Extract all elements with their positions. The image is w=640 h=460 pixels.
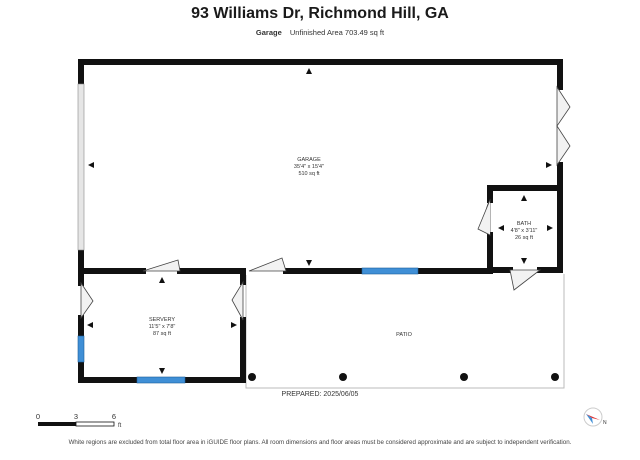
post <box>248 373 256 381</box>
floor-subtitle: Garage Unfinished Area 703.49 sq ft <box>0 28 640 37</box>
garage-area: 510 sq ft <box>298 171 320 177</box>
dimension-markers <box>87 68 553 374</box>
bath-area: 26 sq ft <box>515 235 534 241</box>
compass-letter: N <box>603 420 607 426</box>
post <box>551 373 559 381</box>
scale-label-6: 6 <box>112 412 116 421</box>
window-servery-left <box>77 335 85 363</box>
scale-label-3: 3 <box>74 412 78 421</box>
page-title: 93 Williams Dr, Richmond Hill, GA <box>191 5 449 22</box>
patio-name: PATIO <box>396 332 412 338</box>
windows <box>77 267 419 384</box>
servery-dims: 11'5" x 7'8" <box>149 324 176 330</box>
bath-dims: 4'8" x 3'11" <box>511 228 538 234</box>
floor-label: Garage <box>255 28 282 37</box>
prepared-date: PREPARED: 2025/06/05 <box>281 391 359 398</box>
scale-unit: ft <box>118 423 122 429</box>
doors <box>80 85 571 321</box>
scale-bar: 0 3 6 ft <box>36 412 122 429</box>
walls <box>78 59 563 383</box>
patio-posts <box>248 373 559 381</box>
servery-name: SERVERY <box>149 317 175 323</box>
compass-icon: N <box>583 407 607 427</box>
servery-area: 87 sq ft <box>153 331 172 337</box>
window-servery-bottom <box>136 376 186 384</box>
area-text: Unfinished Area 703.49 sq ft <box>289 28 385 37</box>
patio-outline <box>245 274 565 389</box>
post <box>460 373 468 381</box>
door-patio <box>248 257 287 272</box>
bath-name: BATH <box>517 221 531 227</box>
garage-name: GARAGE <box>297 157 321 163</box>
door-servery-left <box>80 281 94 320</box>
post <box>339 373 347 381</box>
door-servery-top <box>142 259 181 272</box>
door-garage-right <box>556 85 571 128</box>
window-garage-bottom <box>361 267 419 275</box>
scale-label-0: 0 <box>36 412 40 421</box>
garage-dims: 35'4" x 15'4" <box>294 164 324 170</box>
door-servery-right <box>231 280 244 321</box>
garage-side-opening <box>77 83 85 251</box>
door-garage-right-2 <box>556 124 571 167</box>
door-bath-bottom <box>509 269 542 291</box>
footer-disclaimer: White regions are excluded from total fl… <box>68 439 572 446</box>
